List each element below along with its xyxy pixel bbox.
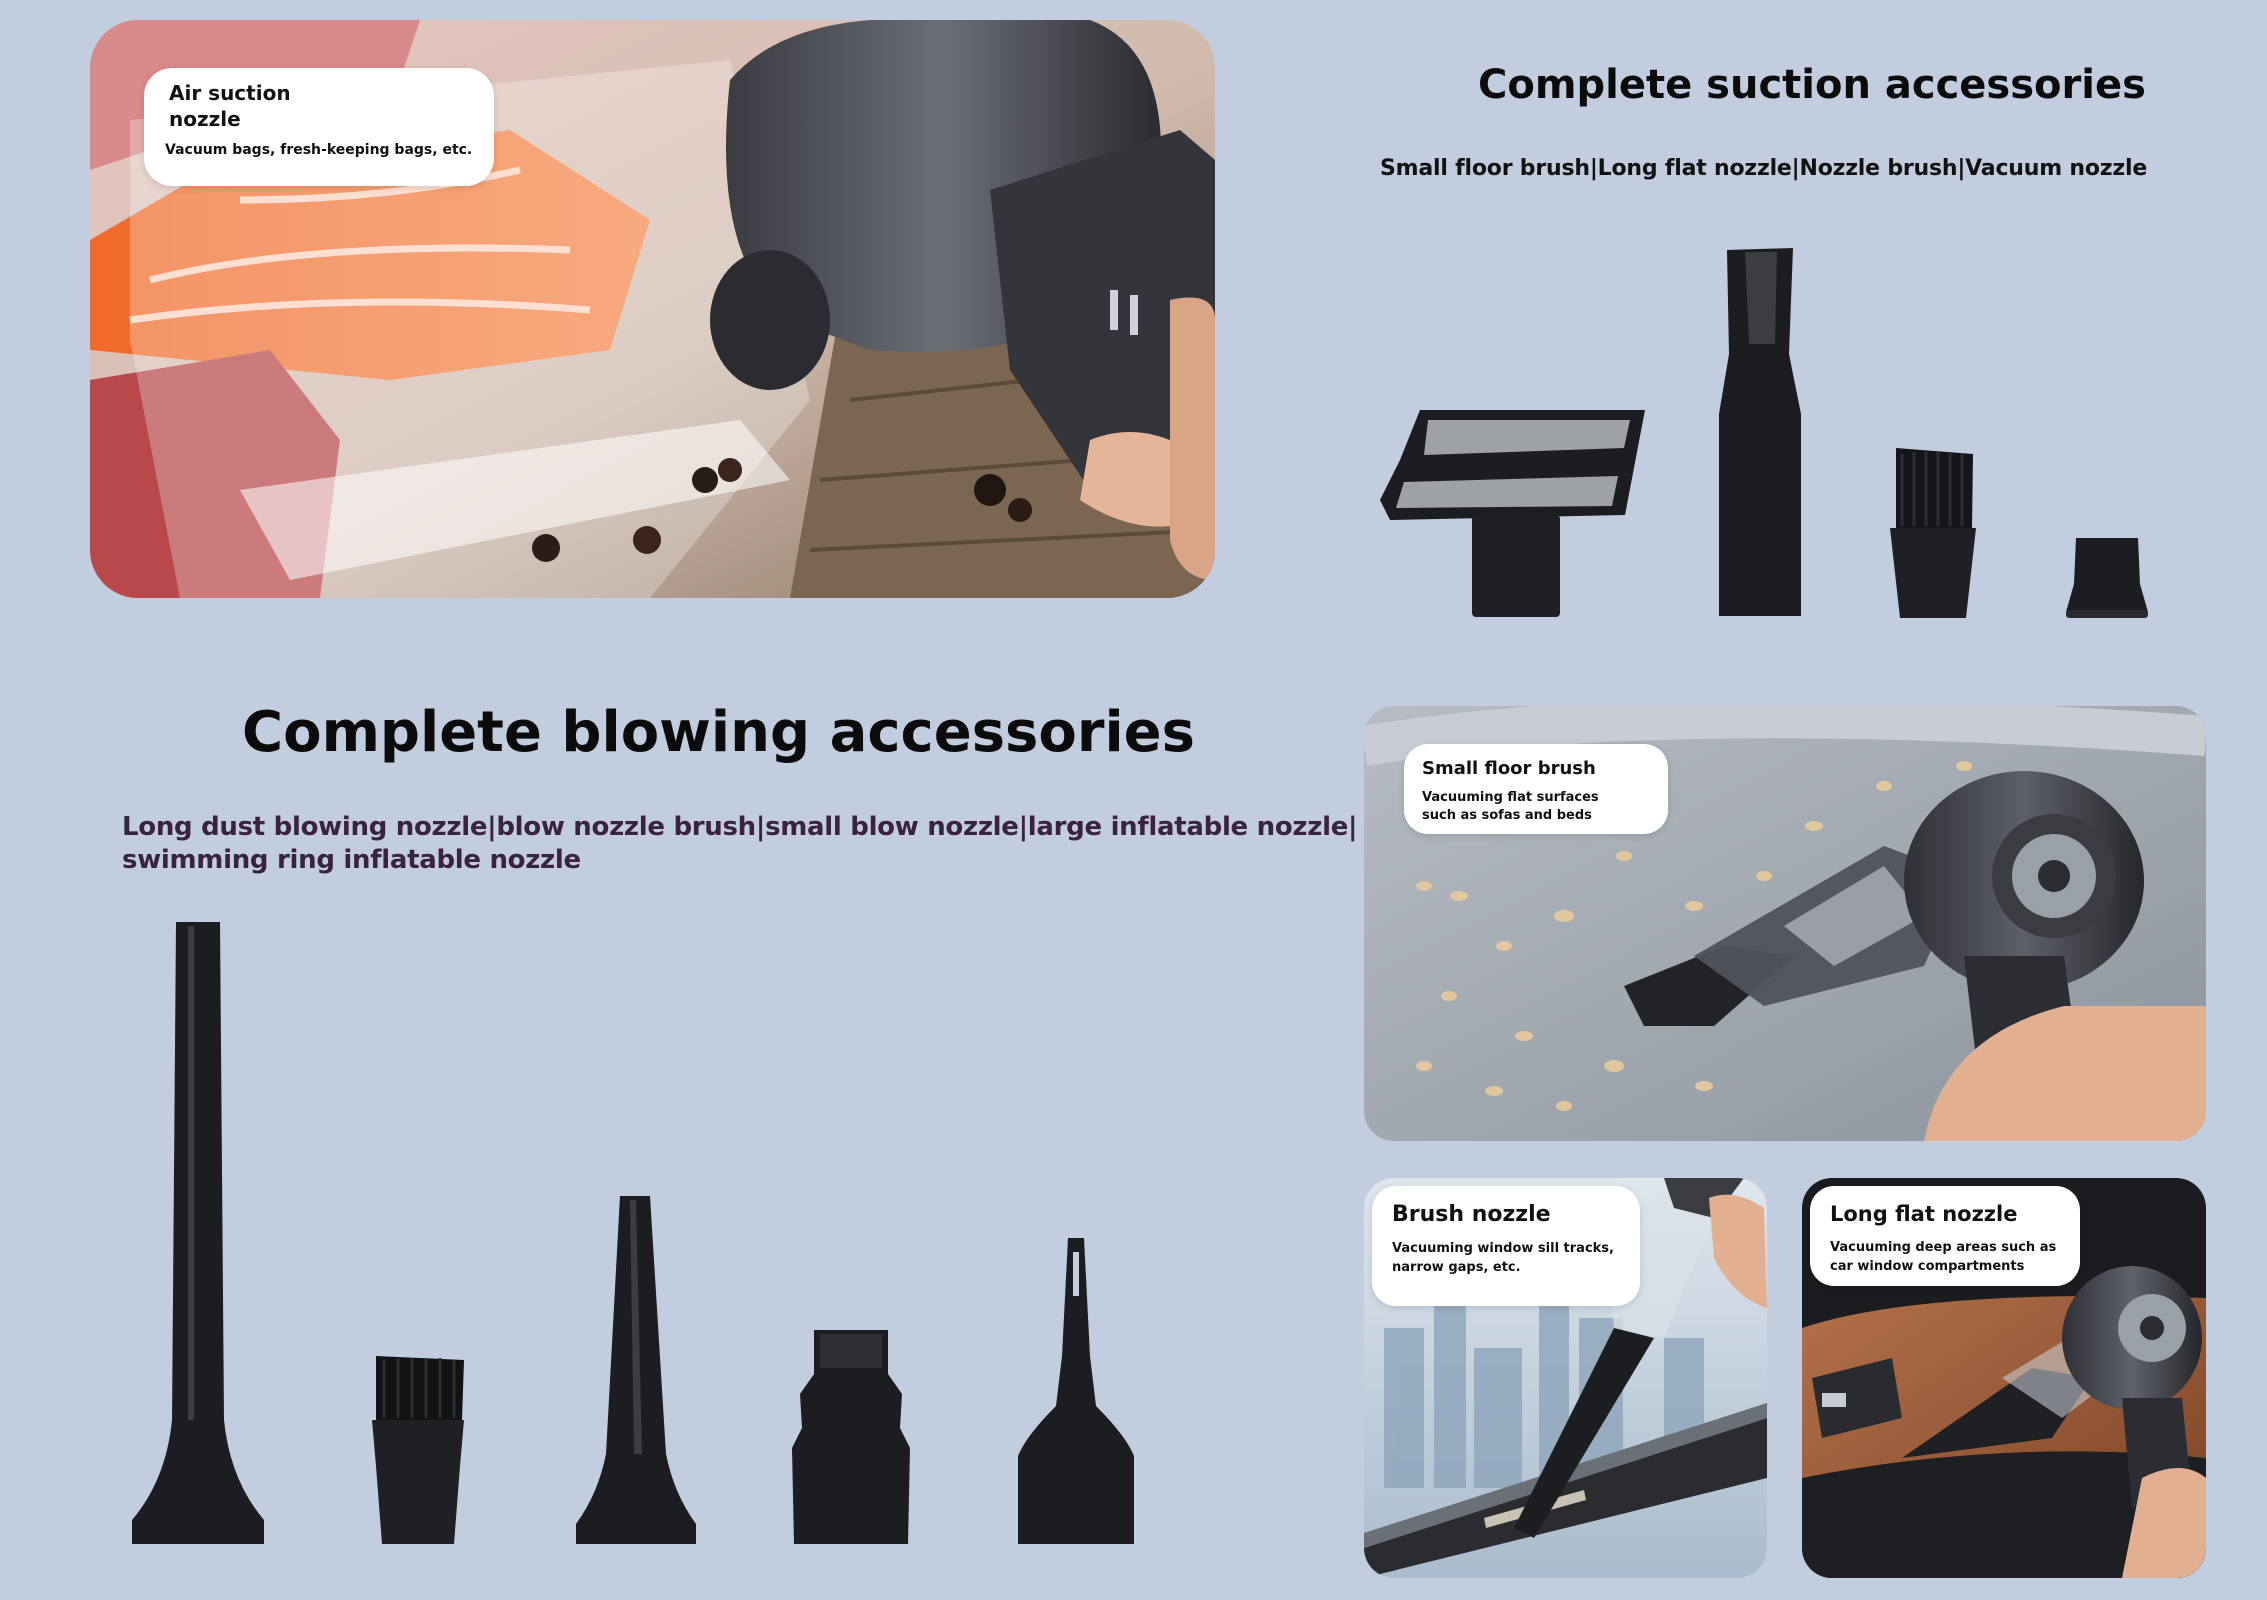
blowing-accessories-heading: Complete blowing accessories	[242, 700, 1195, 765]
brush-nozzle-photo: Brush nozzle Vacuuming window sill track…	[1364, 1178, 1767, 1578]
long-flat-nozzle-callout-title: Long flat nozzle	[1830, 1202, 2018, 1226]
large-inflatable-nozzle-icon	[790, 1328, 912, 1546]
suction-accessories-heading: Complete suction accessories	[1478, 62, 2146, 108]
air-suction-callout: Air suction nozzle Vacuum bags, fresh-ke…	[144, 68, 494, 186]
brush-nozzle-callout: Brush nozzle Vacuuming window sill track…	[1372, 1186, 1640, 1306]
air-suction-callout-title: Air suction nozzle	[169, 81, 291, 131]
air-suction-photo-illustration	[90, 20, 1215, 598]
air-suction-photo: Air suction nozzle Vacuum bags, fresh-ke…	[90, 20, 1215, 598]
blowing-accessories-list-line2: swimming ring inflatable nozzle	[122, 845, 581, 875]
small-blow-nozzle-icon	[574, 1194, 698, 1546]
air-suction-callout-desc: Vacuum bags, fresh-keeping bags, etc.	[165, 142, 473, 158]
long-flat-nozzle-callout: Long flat nozzle Vacuuming deep areas su…	[1810, 1186, 2080, 1286]
small-floor-brush-callout-title: Small floor brush	[1422, 758, 1596, 779]
small-floor-brush-callout: Small floor brush Vacuuming flat surface…	[1404, 744, 1668, 834]
long-flat-nozzle-photo: Long flat nozzle Vacuuming deep areas su…	[1802, 1178, 2206, 1578]
long-dust-blowing-nozzle-icon	[130, 920, 266, 1545]
swimming-ring-inflatable-nozzle-icon	[1016, 1236, 1136, 1546]
small-floor-brush-photo-illustration	[1364, 706, 2206, 1141]
suction-accessories-list: Small floor brush|Long flat nozzle|Nozzl…	[1380, 156, 2148, 181]
small-floor-brush-photo: Small floor brush Vacuuming flat surface…	[1364, 706, 2206, 1141]
small-floor-brush-callout-desc: Vacuuming flat surfaces such as sofas an…	[1422, 790, 1599, 823]
long-flat-nozzle-callout-desc: Vacuuming deep areas such as car window …	[1830, 1240, 2057, 1274]
long-flat-nozzle-icon	[1715, 244, 1805, 620]
blow-nozzle-brush-icon	[370, 1356, 466, 1546]
small-floor-brush-icon	[1380, 400, 1650, 620]
brush-nozzle-callout-desc: Vacuuming window sill tracks, narrow gap…	[1392, 1241, 1614, 1275]
brush-nozzle-callout-title: Brush nozzle	[1392, 1202, 1551, 1227]
nozzle-brush-icon	[1888, 448, 1978, 620]
blowing-accessories-list-line1: Long dust blowing nozzle|blow nozzle bru…	[122, 812, 1358, 842]
vacuum-nozzle-icon	[2062, 538, 2152, 620]
